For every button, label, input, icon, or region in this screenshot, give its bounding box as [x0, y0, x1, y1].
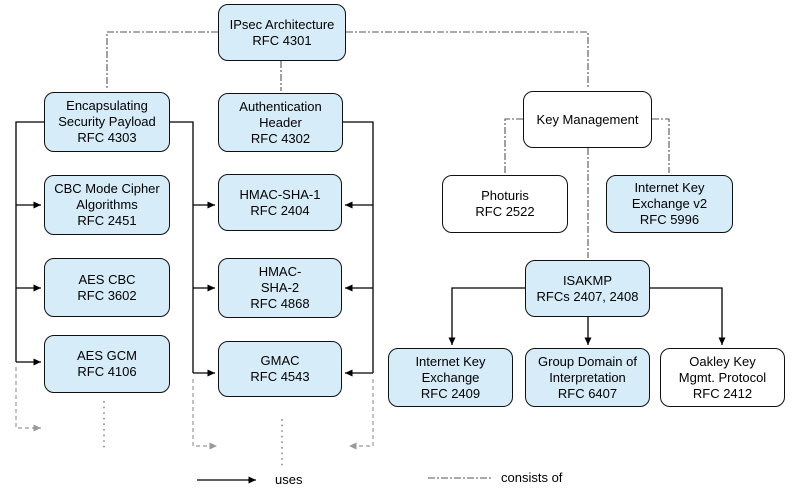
node-label: HMAC-: [258, 264, 302, 279]
node-oakley-key-mgmt-protocol: Oakley Key Mgmt. Protocol RFC 2412: [660, 348, 785, 407]
node-label: RFC 4868: [250, 296, 310, 311]
node-label: RFC 4543: [250, 369, 310, 384]
uses-trunk-ah-right: [343, 121, 374, 373]
node-label: GMAC: [260, 353, 300, 368]
node-label: Photuris: [481, 188, 529, 203]
node-label: RFC 4303: [77, 130, 137, 145]
node-internet-key-exchange-v2: Internet Key Exchange v2 RFC 5996: [606, 175, 733, 233]
node-hmac-sha-1: HMAC-SHA-1 RFC 2404: [218, 174, 342, 231]
consists-of-keymgmt-to-ikev2: [652, 118, 670, 173]
node-label: Exchange v2: [631, 196, 708, 211]
node-aes-cbc: AES CBC RFC 3602: [44, 258, 170, 317]
node-encapsulating-security-payload: Encapsulating Security Payload RFC 4303: [44, 92, 170, 152]
legend-consists-of-label: consists of: [501, 470, 563, 485]
continuation-arrow-middle: [192, 379, 217, 450]
node-label: IPsec Architecture: [229, 16, 335, 32]
node-label: Algorithms: [76, 197, 138, 212]
node-group-domain-of-interpretation: Group Domain of Interpretation RFC 6407: [525, 348, 650, 407]
consists-of-keymgmt-to-photuris: [504, 118, 523, 173]
node-label: Exchange: [421, 369, 480, 385]
node-label: RFC 5996: [639, 212, 700, 227]
node-label: RFC 2412: [692, 385, 753, 401]
node-cbc-mode-cipher-algorithms: CBC Mode Cipher Algorithms RFC 2451: [44, 175, 170, 235]
node-label: CBC Mode Cipher: [54, 181, 160, 196]
uses-trunk-esp-right: [170, 121, 194, 373]
node-isakmp: ISAKMP RFCs 2407, 2408: [525, 260, 650, 317]
node-label: Encapsulating: [66, 98, 148, 113]
node-label: Oakley Key: [689, 353, 756, 369]
node-label: HMAC-SHA-1: [239, 186, 321, 202]
legend-uses-label: uses: [275, 472, 303, 487]
node-label: Security Payload: [58, 114, 156, 129]
uses-arrow-isakmp-to-ike: [448, 287, 525, 345]
node-photuris: Photuris RFC 2522: [442, 175, 568, 233]
node-label: RFCs 2407, 2408: [536, 288, 639, 304]
node-gmac: GMAC RFC 4543: [218, 341, 342, 397]
continuation-arrow-right: [349, 379, 374, 450]
node-label: Internet Key: [415, 353, 486, 369]
node-label: AES GCM: [77, 348, 137, 363]
node-label: Interpretation: [549, 369, 626, 385]
node-key-management: Key Management: [523, 91, 652, 148]
node-label: Mgmt. Protocol: [678, 369, 767, 385]
node-label: RFC 6407: [557, 385, 618, 401]
node-label: RFC 2522: [475, 204, 535, 219]
node-label: RFC 2409: [420, 385, 481, 401]
consists-of-ipsec-to-esp: [106, 31, 218, 90]
node-label: RFC 2404: [250, 202, 310, 218]
node-hmac-sha-2: HMAC- SHA-2 RFC 4868: [218, 258, 342, 318]
node-label: SHA-2: [260, 280, 300, 295]
node-label: Key Management: [536, 111, 639, 127]
node-internet-key-exchange: Internet Key Exchange RFC 2409: [388, 348, 513, 407]
node-label: ISAKMP: [562, 272, 613, 288]
node-label: RFC 3602: [77, 287, 137, 303]
node-label: Header: [259, 114, 302, 130]
node-label: RFC 4106: [77, 364, 137, 379]
node-label: RFC 2451: [77, 213, 137, 228]
node-label: Internet Key: [634, 180, 705, 195]
continuation-arrow-left: [15, 367, 41, 432]
node-authentication-header: Authentication Header RFC 4302: [218, 93, 343, 152]
node-ipsec-architecture: IPsec Architecture RFC 4301: [218, 4, 346, 61]
consists-of-ipsec-to-keymgmt: [346, 31, 589, 89]
node-label: RFC 4302: [250, 130, 311, 146]
uses-trunk-esp-left: [15, 121, 44, 362]
node-label: Group Domain of: [538, 353, 637, 369]
node-aes-gcm: AES GCM RFC 4106: [44, 335, 170, 393]
node-label: AES CBC: [78, 271, 136, 287]
node-label: Authentication: [239, 98, 322, 114]
node-label: RFC 4301: [252, 32, 312, 48]
uses-arrow-isakmp-to-oakley: [650, 287, 726, 345]
